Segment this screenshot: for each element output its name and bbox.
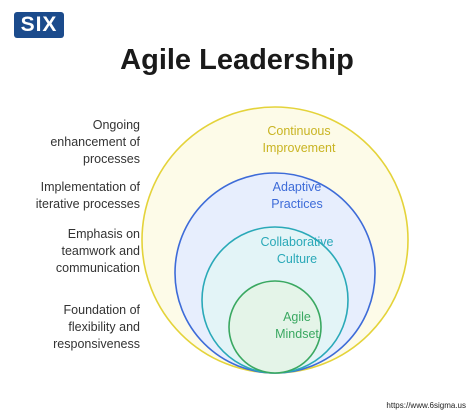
ring-label-collaborative-culture-2: Culture [277,252,317,266]
ring-label-collaborative-culture-1: Collaborative [261,235,334,249]
ring-label-continuous-improvement-2: Improvement [263,141,336,155]
ring-label-adaptive-practices-2: Practices [271,197,322,211]
description-collaborative-culture: Emphasis on teamwork and communication [14,226,140,277]
description-line: processes [83,152,140,166]
description-line: enhancement of [50,135,140,149]
description-line: responsiveness [53,337,140,351]
logo-badge-icon [14,12,64,38]
description-line: Implementation of [40,180,140,194]
description-adaptive-practices: Implementation of iterative processes [14,179,140,213]
six-sigma-logo: SIX [14,12,64,38]
ring-label-adaptive-practices-1: Adaptive [273,180,322,194]
logo-text: SIX [20,13,58,36]
source-url: https://www.6sigma.us [386,401,466,410]
description-line: Foundation of [63,303,140,317]
description-line: iterative processes [35,197,140,211]
description-line: flexibility and [68,320,140,334]
logo-badge-bg [14,12,64,38]
ring-label-continuous-improvement-1: Continuous [267,124,330,138]
page-title: Agile Leadership [120,44,354,76]
description-line: Ongoing [92,118,140,132]
ring-agile-mindset [228,280,322,374]
description-line: teamwork and [61,244,140,258]
description-agile-mindset: Foundation of flexibility and responsive… [14,302,140,353]
ring-label-agile-mindset-1: Agile [283,310,311,324]
ring-label-agile-mindset-2: Mindset [275,327,319,341]
description-line: communication [55,261,140,275]
description-line: Emphasis on [67,227,140,241]
description-continuous-improvement: Ongoing enhancement of processes [14,117,140,168]
